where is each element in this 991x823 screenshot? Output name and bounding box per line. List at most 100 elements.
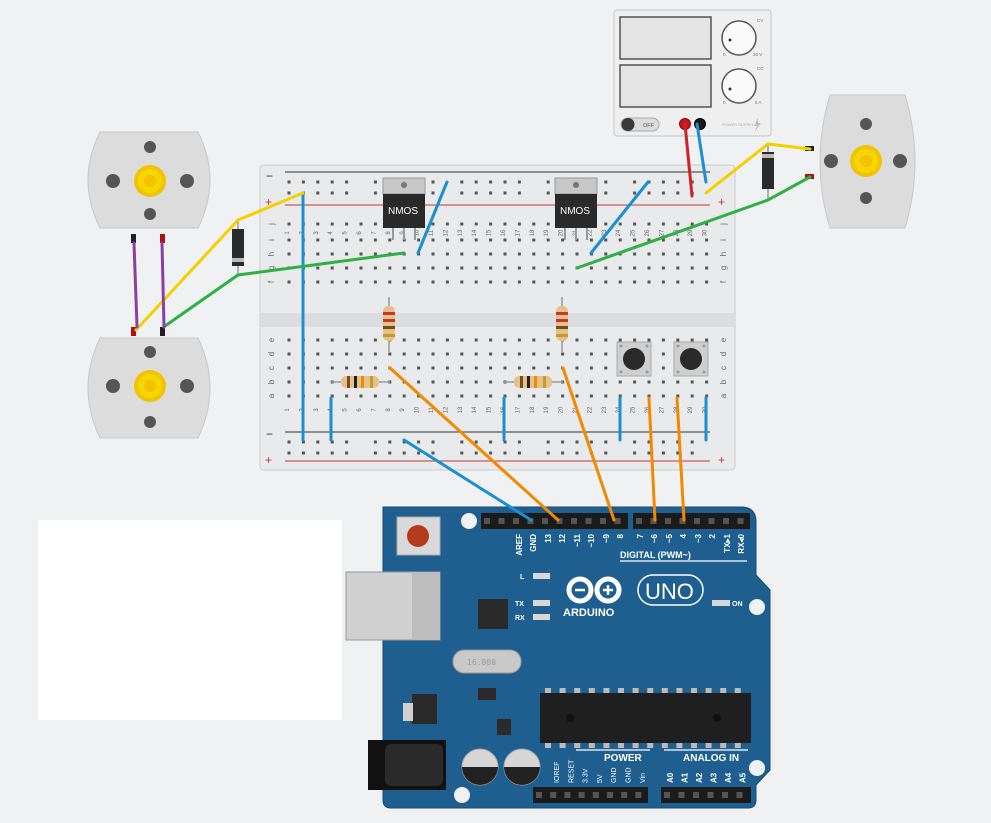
analog-pin-label: A4 xyxy=(724,772,733,783)
power-header[interactable] xyxy=(533,787,648,803)
digital-header-right[interactable] xyxy=(633,513,750,529)
row-label: i xyxy=(267,239,276,241)
analog-label: ANALOG IN xyxy=(683,753,739,764)
resistor-horizontal-2[interactable] xyxy=(504,376,563,388)
row-label: e xyxy=(267,337,276,342)
wire-yellow xyxy=(704,142,812,195)
column-label: 27 xyxy=(659,406,665,413)
row-label: f xyxy=(267,280,276,283)
gear-icon xyxy=(850,145,882,177)
column-label: 17 xyxy=(515,229,521,236)
led-tx-label: TX xyxy=(515,601,524,608)
push-button-2[interactable] xyxy=(673,341,709,377)
power-pin-label: Vin xyxy=(640,773,647,783)
column-label: 13 xyxy=(458,229,464,236)
row-label: a xyxy=(267,393,276,398)
column-label: 24 xyxy=(616,229,622,236)
column-label: 22 xyxy=(587,229,593,236)
digital-header-left[interactable] xyxy=(481,513,628,529)
row-label: b xyxy=(267,379,276,384)
column-label: 10 xyxy=(415,229,421,236)
wire-yellow xyxy=(134,191,305,332)
motor-bottom-left[interactable] xyxy=(87,327,211,439)
row-label: j xyxy=(719,223,728,226)
current-knob xyxy=(721,68,757,104)
column-label: 20 xyxy=(559,406,565,413)
capacitor xyxy=(503,748,541,786)
digital-pin-label: ~6 xyxy=(650,533,659,543)
crystal xyxy=(452,649,522,674)
resistor-vertical-1[interactable] xyxy=(383,297,395,352)
column-label: 26 xyxy=(645,229,651,236)
capacitor xyxy=(461,748,499,786)
column-label: 9 xyxy=(400,408,406,412)
digital-label: DIGITAL (PWM~) xyxy=(620,550,691,560)
nmos-transistor-2[interactable]: NMOS xyxy=(554,177,598,240)
arduino-logo-icon xyxy=(566,576,622,604)
column-label: 1 xyxy=(285,231,291,235)
column-label: 23 xyxy=(602,406,608,413)
led-rx-label: RX xyxy=(515,615,525,622)
voltage-regulator xyxy=(412,694,437,724)
wire-blue xyxy=(402,438,533,522)
led-rx xyxy=(533,614,550,620)
row-label: b xyxy=(719,379,728,384)
current-max-label: 5 A xyxy=(755,100,762,105)
cc-label: CC xyxy=(757,66,764,71)
resistor-vertical-2[interactable] xyxy=(556,297,568,352)
usb-chip xyxy=(478,599,508,629)
led-l-label: L xyxy=(520,574,525,581)
column-label: 25 xyxy=(631,229,637,236)
header-pins[interactable] xyxy=(484,518,744,798)
digital-pin-label: AREF xyxy=(515,534,524,556)
resistor-horizontal-1[interactable] xyxy=(331,376,390,388)
row-label: d xyxy=(719,352,728,356)
digital-pin-label: ~11 xyxy=(573,533,582,547)
diode-right[interactable] xyxy=(762,144,774,200)
analog-pin-label: A0 xyxy=(666,772,675,783)
wire-green xyxy=(163,251,406,328)
motor-top-left[interactable] xyxy=(87,131,211,243)
led-on xyxy=(712,600,730,606)
column-label: 18 xyxy=(530,229,536,236)
power-pin-label: 5V xyxy=(597,774,604,783)
row-label: a xyxy=(719,393,728,398)
push-button-1[interactable] xyxy=(616,341,652,377)
rail-minus-bottom-left: − xyxy=(266,427,273,441)
row-label: g xyxy=(267,266,276,270)
wire-blue xyxy=(589,180,650,255)
digital-pin-label: ~3 xyxy=(694,533,703,543)
column-label: 27 xyxy=(659,229,665,236)
column-label: 1 xyxy=(285,408,291,412)
column-label: 12 xyxy=(443,229,449,236)
column-label: 15 xyxy=(487,406,493,413)
diode-left[interactable] xyxy=(232,220,244,275)
wires[interactable] xyxy=(132,122,812,522)
power-pin-label: GND xyxy=(626,767,633,783)
column-label: 11 xyxy=(429,229,435,236)
motor-right[interactable] xyxy=(805,94,916,229)
breadboard[interactable]: − + + − + + 1122334455667788991010111112… xyxy=(259,164,736,471)
column-label: 6 xyxy=(357,231,363,235)
digital-pin-label: RX◂0 xyxy=(737,533,746,553)
nmos-label: NMOS xyxy=(388,206,418,217)
wire-purple xyxy=(160,241,166,329)
column-label: 22 xyxy=(587,406,593,413)
nmos-transistor-1[interactable]: NMOS xyxy=(382,177,426,240)
power-pin-label: GND xyxy=(611,767,618,783)
column-label: 16 xyxy=(501,229,507,236)
power-supply-brand: POWER SUPPLY xyxy=(722,122,754,127)
rail-plus-top-right: + xyxy=(718,195,725,209)
power-supply[interactable]: CV CC 0 30 V 0 5 A OFF POWER SUPPLY xyxy=(613,9,772,137)
analog-pin-label: A5 xyxy=(739,772,748,783)
column-label: 7 xyxy=(371,231,377,235)
column-label: 19 xyxy=(544,229,550,236)
column-label: 25 xyxy=(631,406,637,413)
cv-label: CV xyxy=(757,18,763,23)
wire-orange xyxy=(675,396,686,522)
analog-header[interactable] xyxy=(661,787,751,803)
